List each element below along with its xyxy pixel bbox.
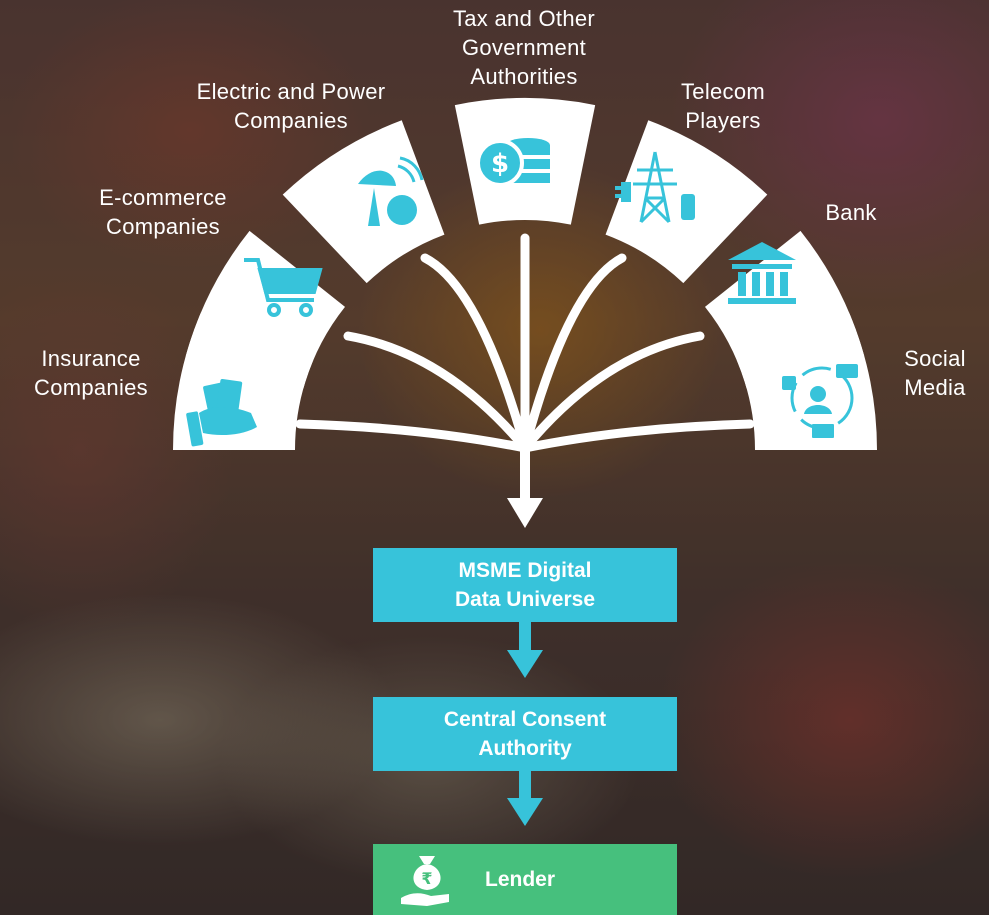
lender-box: ₹ Lender — [373, 844, 677, 915]
tile-ecommerce — [185, 230, 346, 389]
label-tax-government-authorities: Tax and Other Government Authorities — [452, 6, 596, 89]
curve-telecom — [520, 253, 627, 453]
msme-digital-data-universe-box: MSME Digital Data Universe — [373, 548, 677, 622]
curve-ecommerce — [343, 331, 530, 453]
arrow-to-msme — [507, 450, 543, 528]
social-network-icon — [782, 364, 858, 438]
curve-social — [520, 419, 755, 453]
label-ecommerce-companies: E-commerce Companies — [99, 185, 227, 239]
curve-insurance — [295, 419, 530, 453]
arrow-to-consent — [507, 622, 543, 678]
curve-bank — [520, 331, 705, 453]
lender-box-label: Lender — [485, 868, 556, 891]
arrow-to-lender — [507, 771, 543, 826]
central-consent-authority-box: Central Consent Authority — [373, 697, 677, 771]
label-electric-power-companies: Electric and Power Companies — [196, 79, 386, 133]
flow-lines — [295, 233, 755, 453]
label-insurance-companies: Insurance Companies — [34, 346, 148, 400]
shopping-cart-icon — [244, 258, 323, 317]
money-bag-hand-icon: ₹ — [401, 856, 449, 906]
consent-box-label: Central Consent Authority — [443, 708, 607, 760]
label-social-media: Social Media — [904, 346, 966, 400]
power-tower-icon — [615, 151, 695, 224]
label-telecom-players: Telecom Players — [680, 79, 766, 133]
svg-text:$: $ — [491, 149, 509, 179]
bank-building-icon — [728, 242, 796, 304]
msme-box-label: MSME Digital Data Universe — [454, 559, 596, 611]
tile-social — [736, 312, 877, 450]
tile-electric — [282, 120, 445, 284]
label-bank: Bank — [825, 200, 877, 225]
satellite-globe-icon — [358, 156, 424, 226]
cash-hand-icon — [186, 378, 257, 447]
curve-electric — [420, 253, 530, 453]
svg-text:₹: ₹ — [421, 869, 432, 888]
coin-stack-icon: $ — [476, 138, 550, 187]
